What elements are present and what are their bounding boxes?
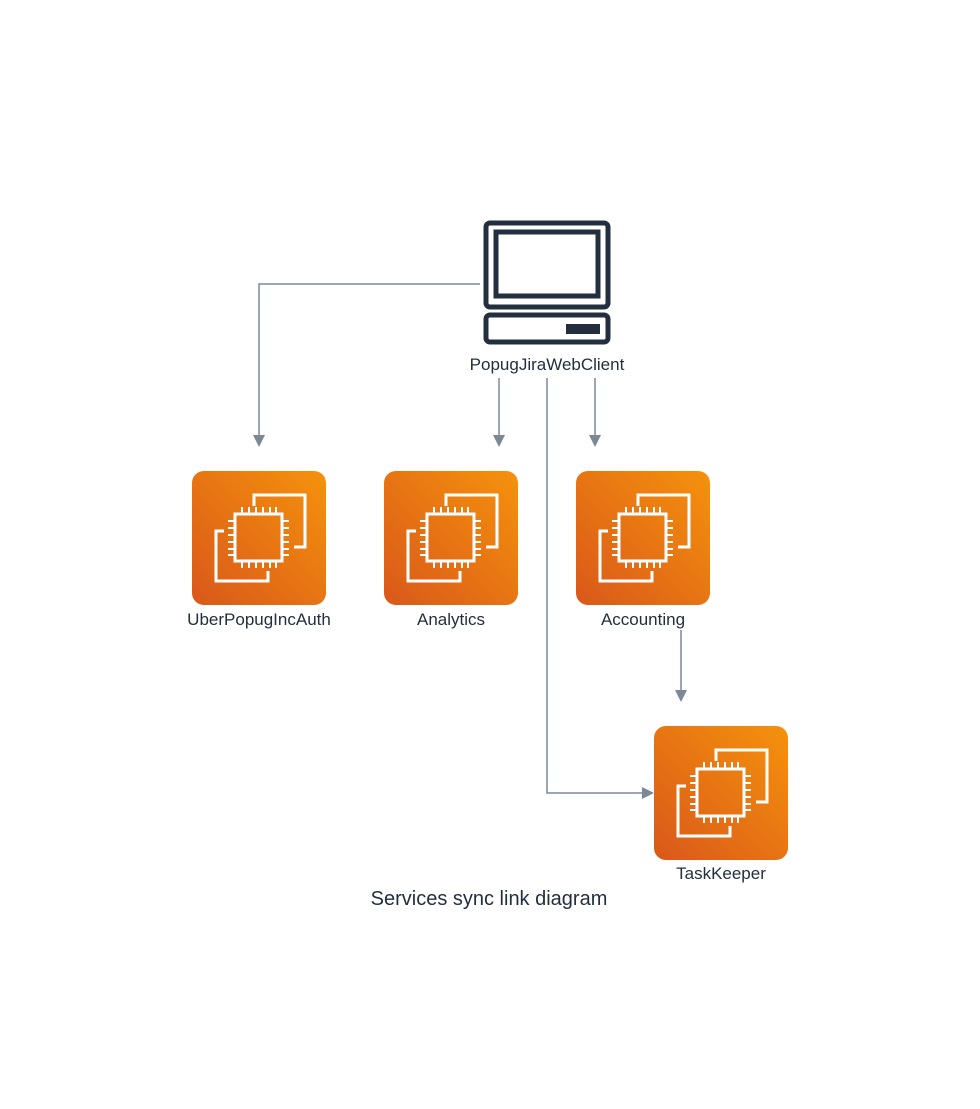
ec2-instances-icon (574, 469, 712, 607)
edge-client-to-analytics (493, 378, 505, 447)
edge-client-to-accounting (589, 378, 601, 447)
node-label-taskkeeper: TaskKeeper (676, 864, 766, 883)
desktop-client-icon (483, 220, 611, 345)
node-popugjirawebclient[interactable]: PopugJiraWebClient (470, 220, 625, 374)
edge-client-to-auth (253, 283, 480, 447)
edges (253, 283, 687, 799)
node-label-auth: UberPopugIncAuth (187, 610, 331, 629)
ec2-instances-icon (652, 724, 790, 862)
node-label-client: PopugJiraWebClient (470, 355, 625, 374)
node-accounting[interactable]: Accounting (574, 469, 712, 629)
node-analytics[interactable]: Analytics (382, 469, 520, 629)
node-label-analytics: Analytics (417, 610, 485, 629)
node-uberpopugincauth[interactable]: UberPopugIncAuth (187, 469, 331, 629)
edge-accounting-to-taskkeeper (675, 630, 687, 702)
node-label-accounting: Accounting (601, 610, 685, 629)
node-taskkeeper[interactable]: TaskKeeper (652, 724, 790, 883)
ec2-instances-icon (382, 469, 520, 607)
diagram-caption: Services sync link diagram (371, 888, 608, 910)
ec2-instances-icon (190, 469, 328, 607)
edge-client-to-taskkeeper (546, 378, 654, 799)
